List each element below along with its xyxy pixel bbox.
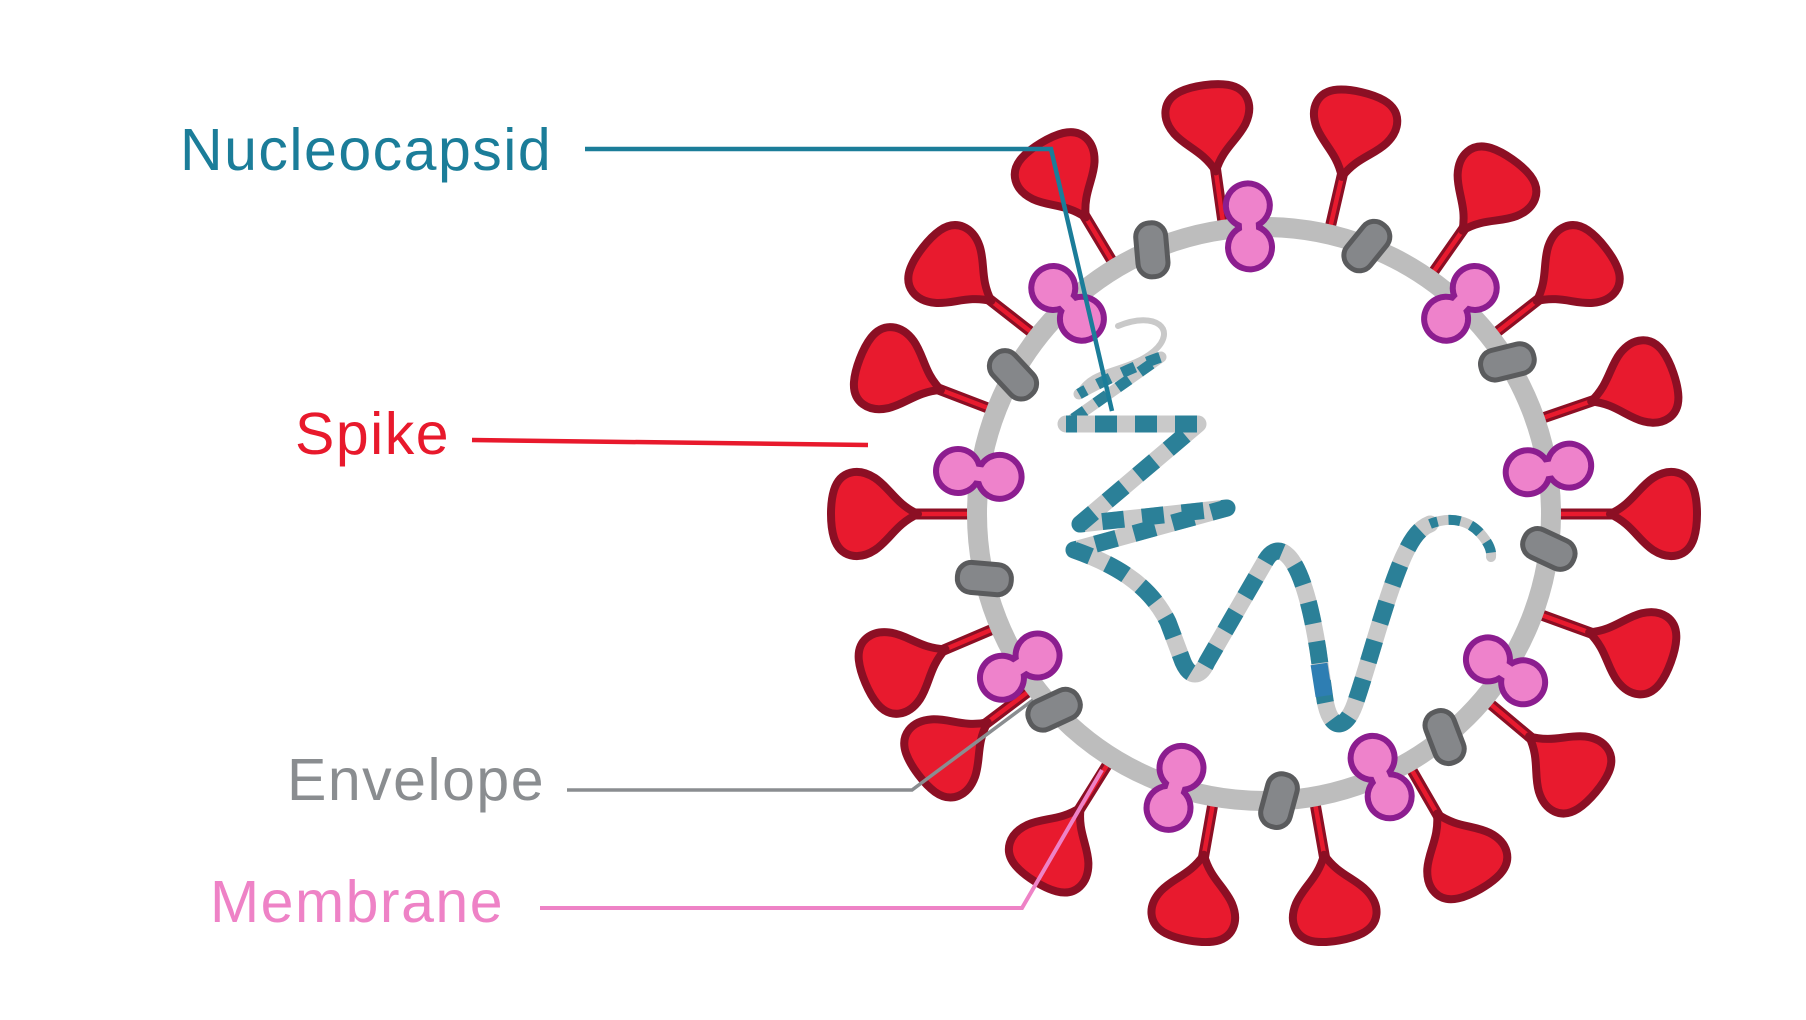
rna-accent-dash <box>1310 662 1333 698</box>
label-envelope: Envelope <box>287 747 545 813</box>
label-membrane: Membrane <box>210 869 504 935</box>
rna-dashes-main <box>1065 415 1434 733</box>
labels: Nucleocapsid Spike Envelope Membrane <box>180 117 552 935</box>
rna-dashes-upper <box>1062 351 1167 429</box>
leader-line-nucleocapsid <box>585 146 1115 412</box>
rna-nucleocapsid <box>1057 317 1497 733</box>
virion <box>540 79 1697 947</box>
leader-line-envelope <box>567 698 1035 792</box>
label-spike: Spike <box>295 401 450 467</box>
rna-tail-dashes <box>1428 514 1497 558</box>
rna-thin-curl <box>1076 317 1167 397</box>
leader-line-spike <box>471 437 869 448</box>
label-nucleocapsid: Nucleocapsid <box>180 117 552 183</box>
leader-line-membrane <box>540 768 1104 910</box>
